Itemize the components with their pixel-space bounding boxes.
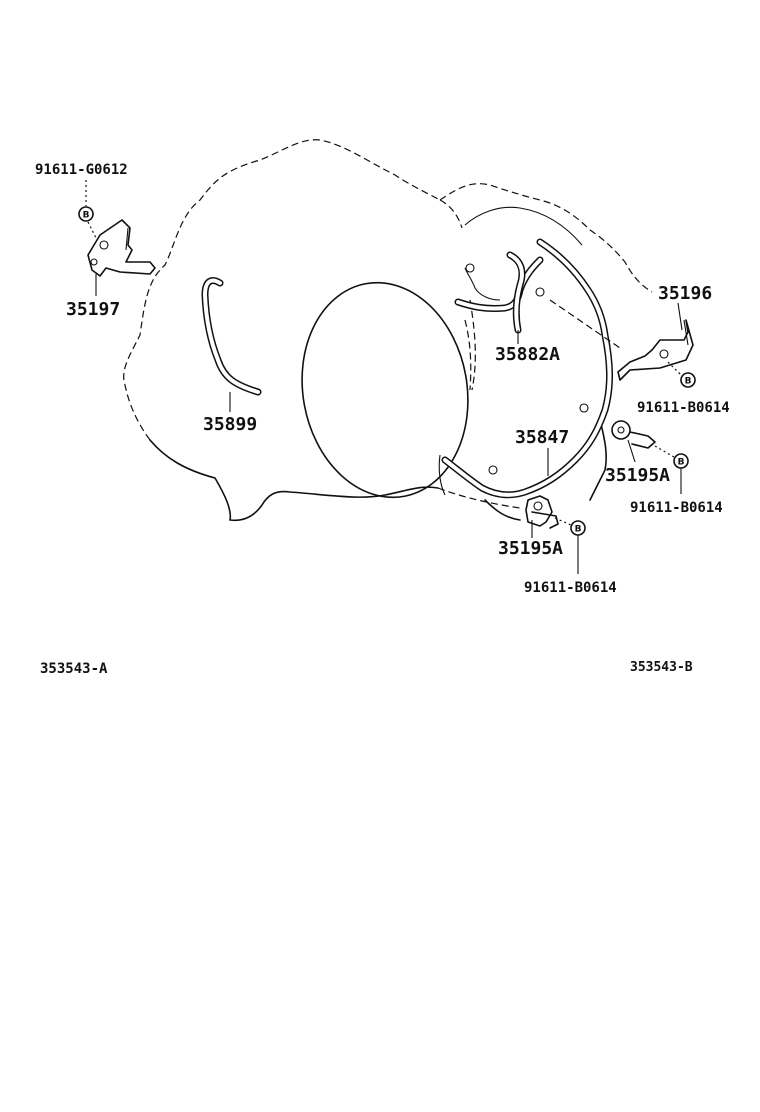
pipe-35899 bbox=[201, 277, 262, 396]
bolt-g0612: B bbox=[78, 180, 97, 239]
label-91611-b0614-lower: 91611-B0614 bbox=[524, 580, 617, 596]
illustration-code-left: 353543-A bbox=[40, 661, 108, 677]
label-91611-g0612: 91611-G0612 bbox=[35, 162, 128, 178]
leader-lines bbox=[95, 274, 683, 538]
label-35196: 35196 bbox=[658, 283, 712, 304]
bolt-b0614-mid: B bbox=[654, 445, 689, 494]
label-35195a-lower: 35195A bbox=[498, 538, 563, 559]
svg-text:B: B bbox=[678, 458, 685, 468]
label-35197: 35197 bbox=[66, 299, 120, 320]
bracket-35196 bbox=[617, 319, 694, 381]
label-35195a-right: 35195A bbox=[605, 465, 670, 486]
label-35847: 35847 bbox=[515, 427, 569, 448]
bracket-35197 bbox=[87, 219, 156, 277]
bolt-b0614-upper: B bbox=[549, 299, 696, 388]
label-35899: 35899 bbox=[203, 414, 257, 435]
clamp-35195a-right bbox=[611, 420, 656, 449]
svg-text:B: B bbox=[575, 525, 582, 535]
label-91611-b0614-mid: 91611-B0614 bbox=[630, 500, 723, 516]
housing-fittings bbox=[465, 263, 589, 475]
illustration-code-right: 353543-B bbox=[630, 660, 693, 675]
converter-housing bbox=[437, 183, 653, 521]
svg-text:B: B bbox=[83, 211, 90, 221]
transaxle-housing bbox=[123, 139, 472, 522]
pipe-35847 bbox=[441, 238, 614, 499]
label-35882a: 35882A bbox=[495, 344, 560, 365]
label-91611-b0614-upper: 91611-B0614 bbox=[637, 400, 730, 416]
clamp-35195a-lower bbox=[525, 495, 559, 529]
bolt-b0614-lower: B bbox=[554, 517, 586, 574]
pipe-35882a bbox=[454, 251, 544, 334]
svg-text:B: B bbox=[685, 377, 692, 387]
